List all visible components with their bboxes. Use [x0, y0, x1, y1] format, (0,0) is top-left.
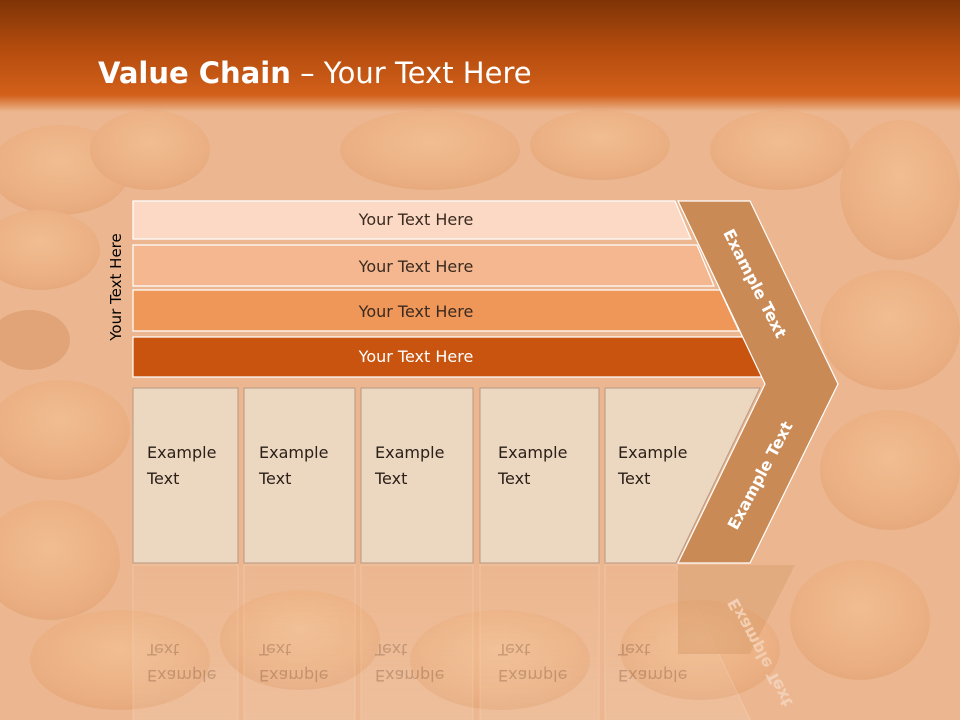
row-group: Your Text Here Your Text Here Your Text …	[132, 200, 764, 378]
reflection-box-4-line2: Text	[497, 640, 530, 659]
box-2: Example Text	[243, 387, 356, 564]
row-1-shape	[132, 200, 692, 240]
reflection-box-4-line1: Example	[498, 666, 567, 685]
box-5-shape	[604, 387, 761, 564]
row-4-label: Your Text Here	[358, 347, 474, 366]
row-2-label: Your Text Here	[358, 257, 474, 276]
row-1: Your Text Here	[132, 200, 692, 240]
row-2-shape	[132, 244, 715, 287]
box-3-line2: Text	[374, 469, 407, 488]
reflection-box-2-line1: Example	[259, 666, 328, 685]
reflection: Example Text Example Text Example Text E…	[132, 564, 797, 720]
row-3-label: Your Text Here	[358, 302, 474, 321]
box-5: Example Text	[604, 387, 761, 564]
row-1-label: Your Text Here	[358, 210, 474, 229]
box-1-line1: Example	[147, 443, 216, 462]
chevron-arrow: Example Text Example Text	[677, 200, 839, 564]
reflection-box-3-line1: Example	[375, 666, 444, 685]
box-3-shape	[360, 387, 474, 564]
box-5-line2: Text	[617, 469, 650, 488]
reflection-box-5-line2: Text	[617, 640, 650, 659]
box-3: Example Text	[360, 387, 474, 564]
box-4-shape	[479, 387, 600, 564]
box-4-line1: Example	[498, 443, 567, 462]
header-band	[0, 0, 960, 112]
box-1-line2: Text	[146, 469, 179, 488]
reflection-box-1-line1: Example	[147, 666, 216, 685]
box-4-line2: Text	[497, 469, 530, 488]
box-2-shape	[243, 387, 356, 564]
slide-title: Value Chain – Your Text Here	[98, 56, 532, 90]
reflection-box-3-line2: Text	[374, 640, 407, 659]
title-bold: Value Chain	[98, 56, 291, 90]
reflection-chevron	[678, 565, 795, 654]
box-5-line1: Example	[618, 443, 687, 462]
row-3-shape	[132, 289, 740, 332]
row-2: Your Text Here	[132, 244, 715, 287]
reflection-box-1-line2: Text	[146, 640, 179, 659]
box-2-line1: Example	[259, 443, 328, 462]
title-rest: – Your Text Here	[290, 56, 532, 90]
box-1: Example Text	[132, 387, 239, 564]
side-label: Your Text Here	[107, 233, 125, 341]
box-4: Example Text	[479, 387, 600, 564]
box-2-line2: Text	[258, 469, 291, 488]
box-3-line1: Example	[375, 443, 444, 462]
row-3: Your Text Here	[132, 289, 740, 332]
reflection-box-5-line1: Example	[618, 666, 687, 685]
chevron-shape	[677, 200, 839, 564]
reflection-box-2-line2: Text	[258, 640, 291, 659]
box-group: Example Text Example Text Example Text E…	[132, 387, 761, 564]
box-1-shape	[132, 387, 239, 564]
row-4: Your Text Here	[132, 336, 764, 378]
